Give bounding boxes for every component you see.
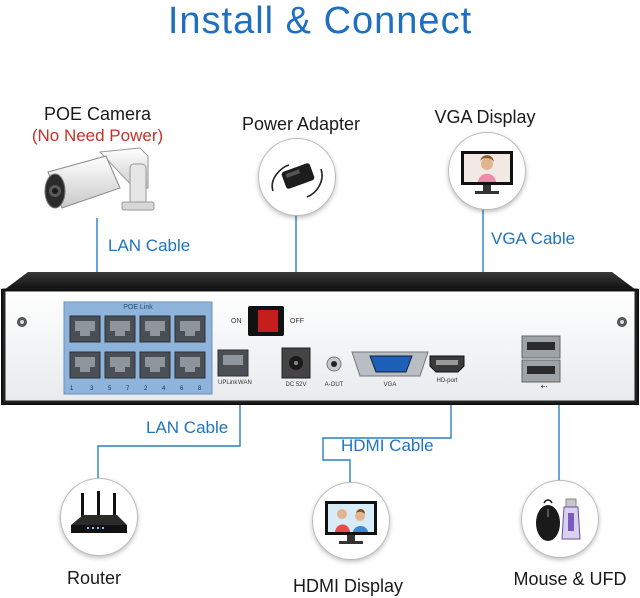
wan-label: WAN: [238, 380, 252, 386]
line-hdmi: [322, 374, 452, 482]
router-icon: [71, 491, 127, 533]
poe-camera-label: POE Camera: [43, 104, 152, 124]
lan-cable-camera-label: LAN Cable: [108, 236, 191, 255]
port-number: 2: [144, 386, 148, 392]
hdmi-display-label: HDMI Display: [292, 576, 403, 596]
hdmi-port-label: HD-port: [436, 378, 458, 384]
vga-display-circle: [448, 132, 526, 210]
hdmi-display-circle: [312, 482, 390, 560]
lan-cable-router-label: LAN Cable: [146, 418, 229, 437]
power-adapter-label: Power Adapter: [241, 114, 361, 134]
poe-link-label: POE Link: [123, 304, 153, 311]
dc-label: DC 52V: [285, 382, 307, 388]
nvr-device: POE Link 1 3 5 7 2 4 6 8 ON OFF UPLink W…: [0, 270, 640, 405]
audio-out-label: A-OUT: [324, 382, 344, 388]
port-number: 6: [180, 386, 184, 392]
line-router: [97, 370, 241, 480]
power-adapter-icon: [271, 163, 323, 198]
router-circle: [60, 478, 138, 556]
mouse-ufd-circle: [521, 480, 599, 558]
monitor-icon: [325, 501, 377, 544]
port-number: 8: [198, 386, 202, 392]
hdmi-cable-label: HDMI Cable: [341, 436, 434, 455]
port-number: 3: [90, 386, 94, 392]
port-number: 7: [126, 386, 130, 392]
power-adapter-circle: [258, 138, 336, 216]
vga-port-label: VGA: [383, 382, 397, 388]
poe-camera-image: [40, 142, 160, 224]
usb-icon: ⇠: [540, 382, 548, 391]
port-number: 4: [162, 386, 166, 392]
port-number: 5: [108, 386, 112, 392]
switch-on-label: ON: [231, 318, 242, 325]
monitor-icon: [461, 151, 513, 194]
port-number: 1: [70, 386, 74, 392]
vga-cable-label: VGA Cable: [491, 229, 576, 248]
mouse-ufd-label: Mouse & UFD: [513, 569, 627, 589]
poe-camera-note: (No Need Power): [31, 126, 164, 145]
vga-display-label: VGA Display: [434, 107, 536, 127]
mouse-icon: [536, 498, 581, 541]
uplink-label: UPLink: [218, 380, 238, 386]
page-title: Install & Connect: [167, 0, 473, 42]
router-label: Router: [66, 568, 122, 588]
switch-off-label: OFF: [290, 318, 304, 325]
